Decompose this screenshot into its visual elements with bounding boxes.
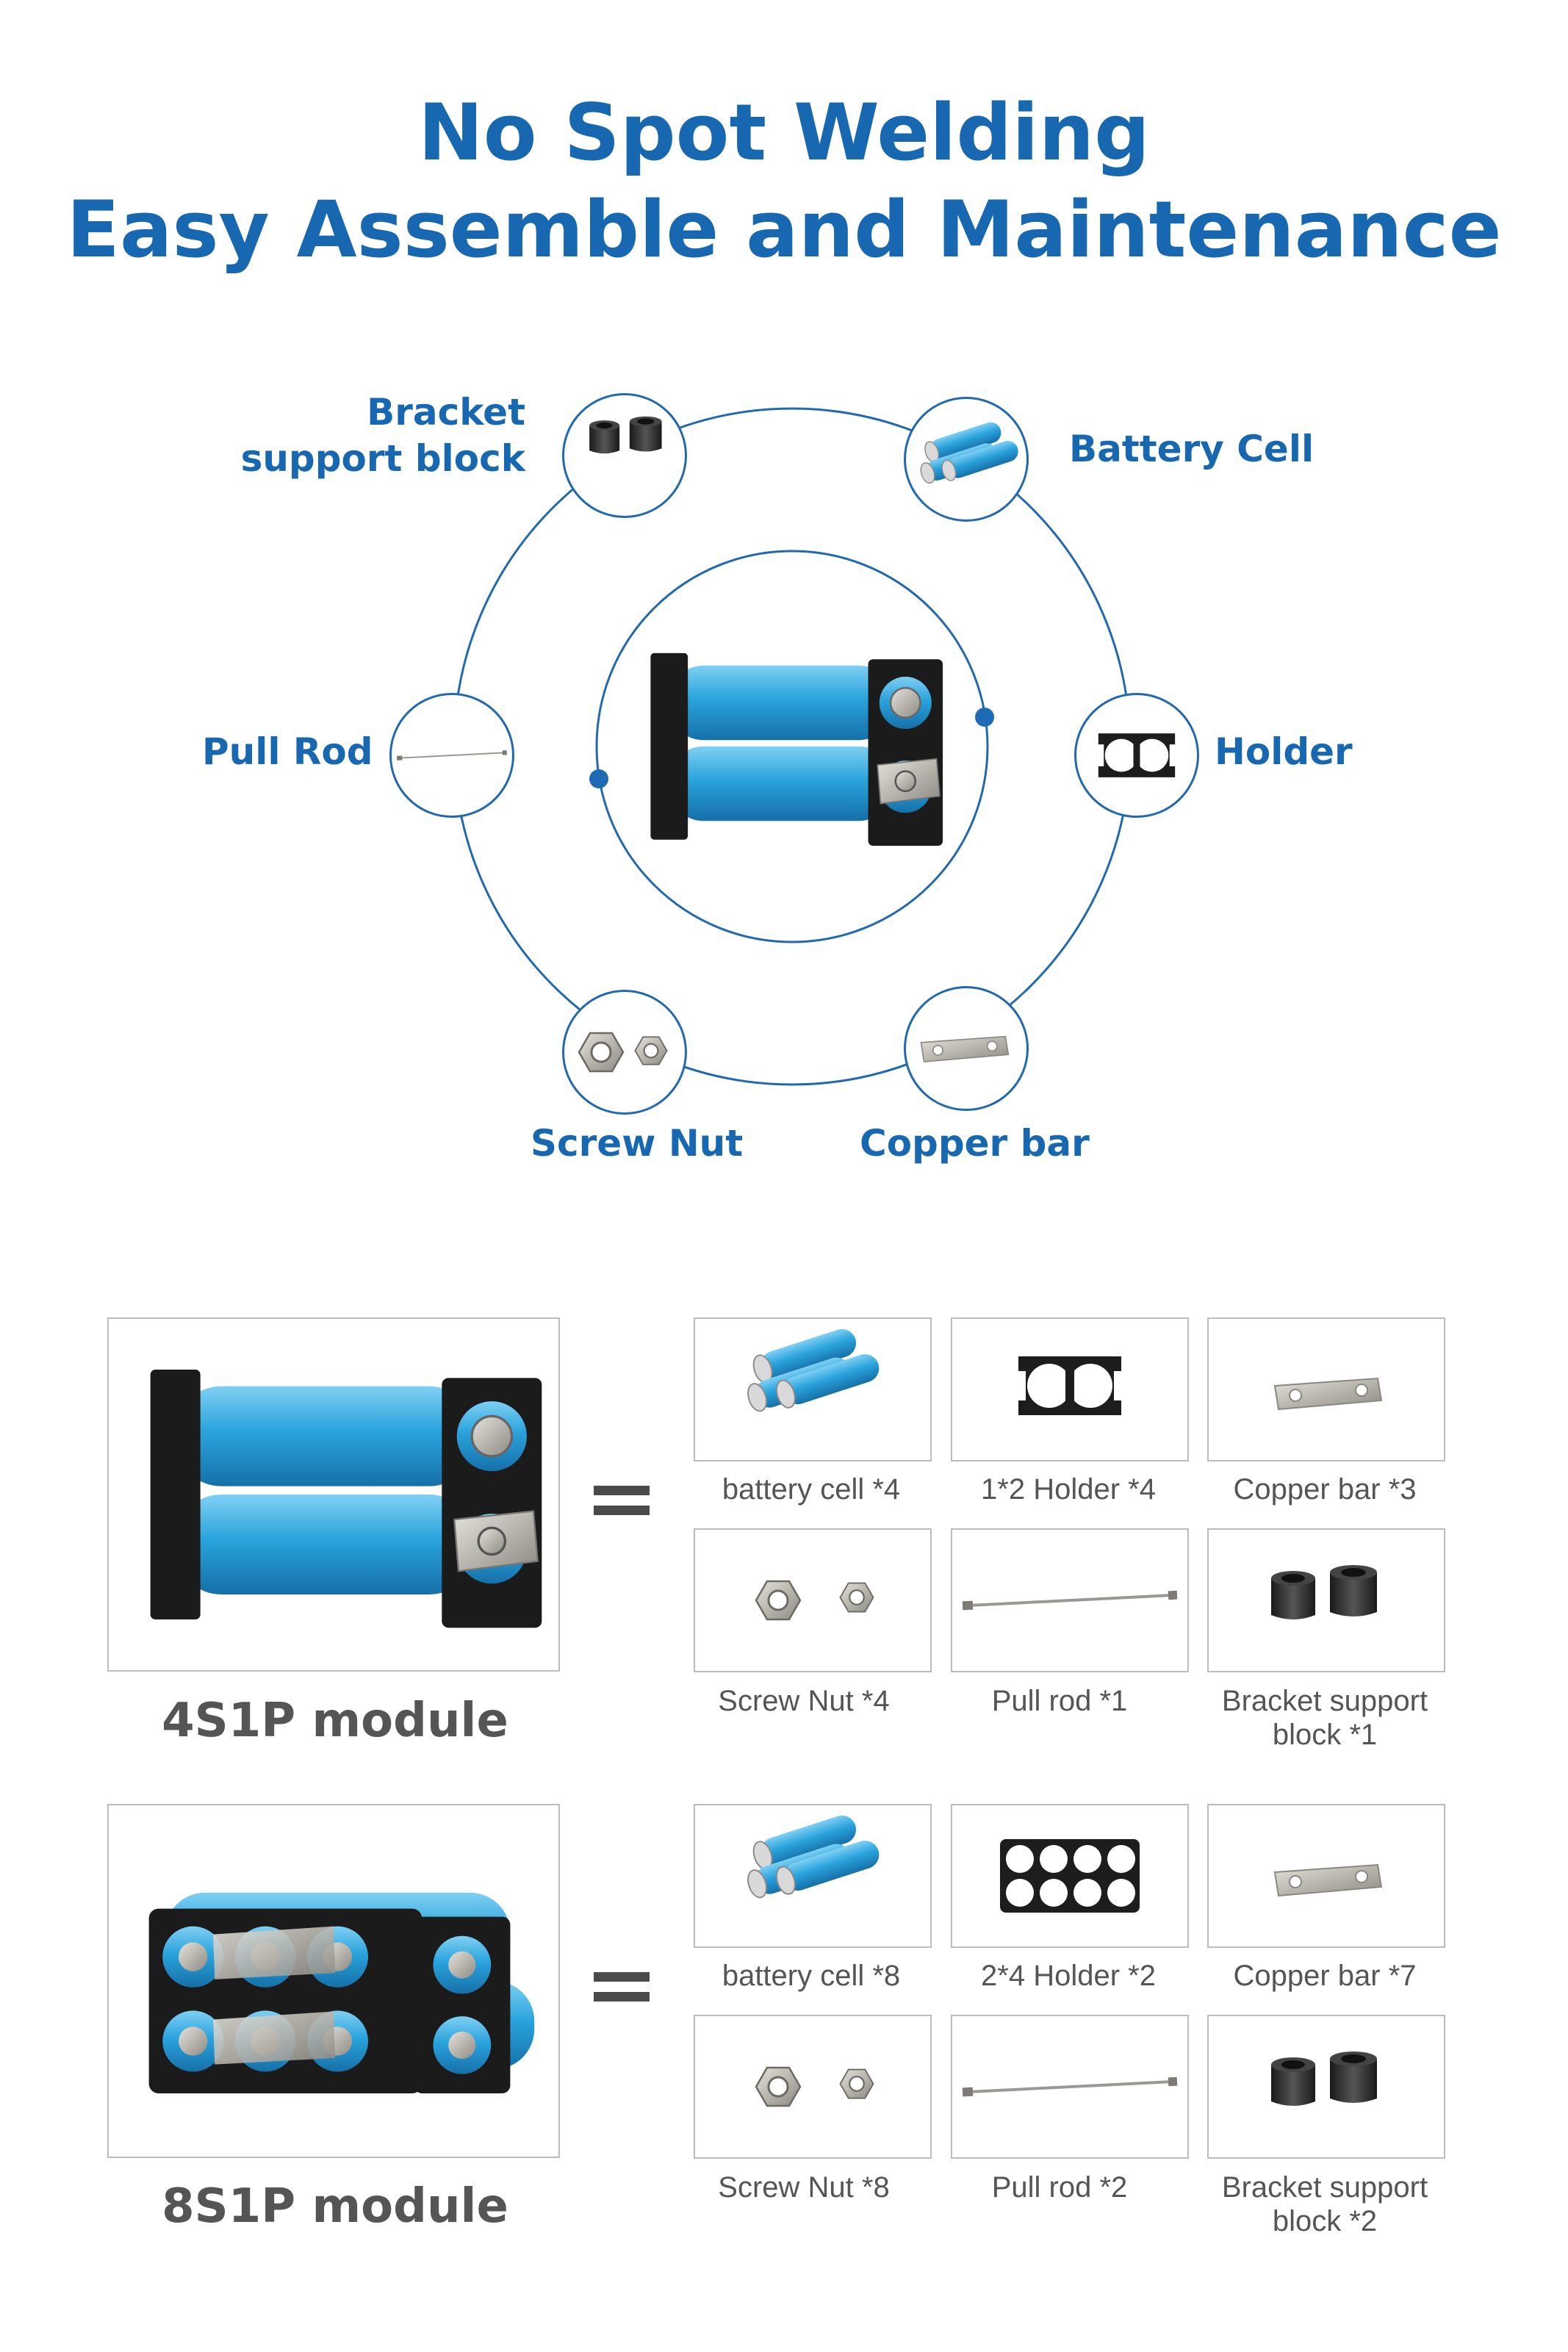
label-bracket-line2: support block [240,436,525,480]
copper-bar-icon [920,1035,1010,1062]
bracket-icon [1271,2051,1377,2106]
part-screwnut-box [694,2015,932,2159]
screw-nut-icon [755,1580,874,1621]
screw-nut-icon [755,2066,874,2107]
part-caption: 2*4 Holder *2 [981,1960,1156,1992]
part-battery-box [694,1804,932,1948]
equals-sign-2 [594,1972,650,2002]
part-caption: battery cell *4 [722,1473,901,1506]
module-4s1p-name: 4S1P module [162,1694,508,1748]
part-bracket-box [1207,1528,1445,1672]
pullrod-circle [389,693,514,818]
label-bracket: Bracket support block [220,389,525,481]
battery-cell-icon [744,1810,884,1901]
center-module-image [650,652,944,847]
part-holder-box [951,1804,1189,1948]
bracket-icon [589,416,662,454]
part-caption: Screw Nut *4 [718,1685,890,1717]
module-4s1p-image [148,1368,544,1630]
label-battery: Battery Cell [1069,428,1315,470]
label-pullrod: Pull Rod [202,730,373,773]
module-8s1p-image-box [107,1804,560,2158]
holder-circle [1074,693,1199,818]
pull-rod-icon [960,1589,1179,1612]
module-8s1p-name: 8S1P module [162,2179,508,2234]
part-caption: 1*2 Holder *4 [981,1473,1156,1506]
inner-ring [595,550,989,943]
ring-dot-right [975,708,994,727]
copper-bar-icon [1274,1378,1382,1410]
bracket-circle [562,393,687,518]
part-pullrod-box [951,2015,1189,2159]
battery-cell-icon [744,1324,884,1414]
part-caption: Copper bar *3 [1233,1473,1417,1506]
label-screwnut: Screw Nut [531,1122,744,1165]
pull-rod-icon [395,749,508,761]
module-4s1p-image-box [107,1317,560,1672]
title-line-1: No Spot Welding [418,87,1150,178]
pull-rod-icon [960,2075,1179,2099]
part-caption: Bracket support block *1 [1221,1685,1428,1751]
part-holder-box [951,1317,1189,1461]
label-copperbar: Copper bar [860,1122,1090,1165]
equals-sign-1 [594,1486,650,1515]
module-8s1p-image [148,1892,535,2093]
part-bracket-box [1207,2015,1445,2159]
part-caption: Bracket support block *2 [1221,2171,1428,2237]
part-caption: Pull rod *2 [991,2171,1128,2204]
label-holder: Holder [1215,730,1353,773]
copper-bar-icon [1274,1864,1382,1896]
part-caption: battery cell *8 [722,1960,901,1992]
part-caption: Copper bar *7 [1233,1960,1417,1992]
bracket-icon [1271,1565,1377,1619]
part-screwnut-box [694,1528,932,1672]
holder-icon [1098,733,1176,777]
label-bracket-line1: Bracket [367,391,525,434]
ring-dot-left [589,769,608,788]
part-caption: Pull rod *1 [991,1685,1128,1717]
part-copperbar-box [1207,1804,1445,1948]
battery-circle [904,397,1029,522]
part-caption: Screw Nut *8 [718,2171,890,2204]
holder-icon [1018,1356,1121,1415]
holder-icon [1000,1839,1140,1913]
copperbar-circle [904,986,1029,1111]
part-pullrod-box [951,1528,1189,1672]
screwnut-circle [562,990,687,1115]
screw-nut-icon [578,1032,668,1073]
title-line-2: Easy Assemble and Maintenance [66,184,1502,275]
part-battery-box [694,1317,932,1461]
part-copperbar-box [1207,1317,1445,1461]
battery-cell-icon [918,419,1022,486]
